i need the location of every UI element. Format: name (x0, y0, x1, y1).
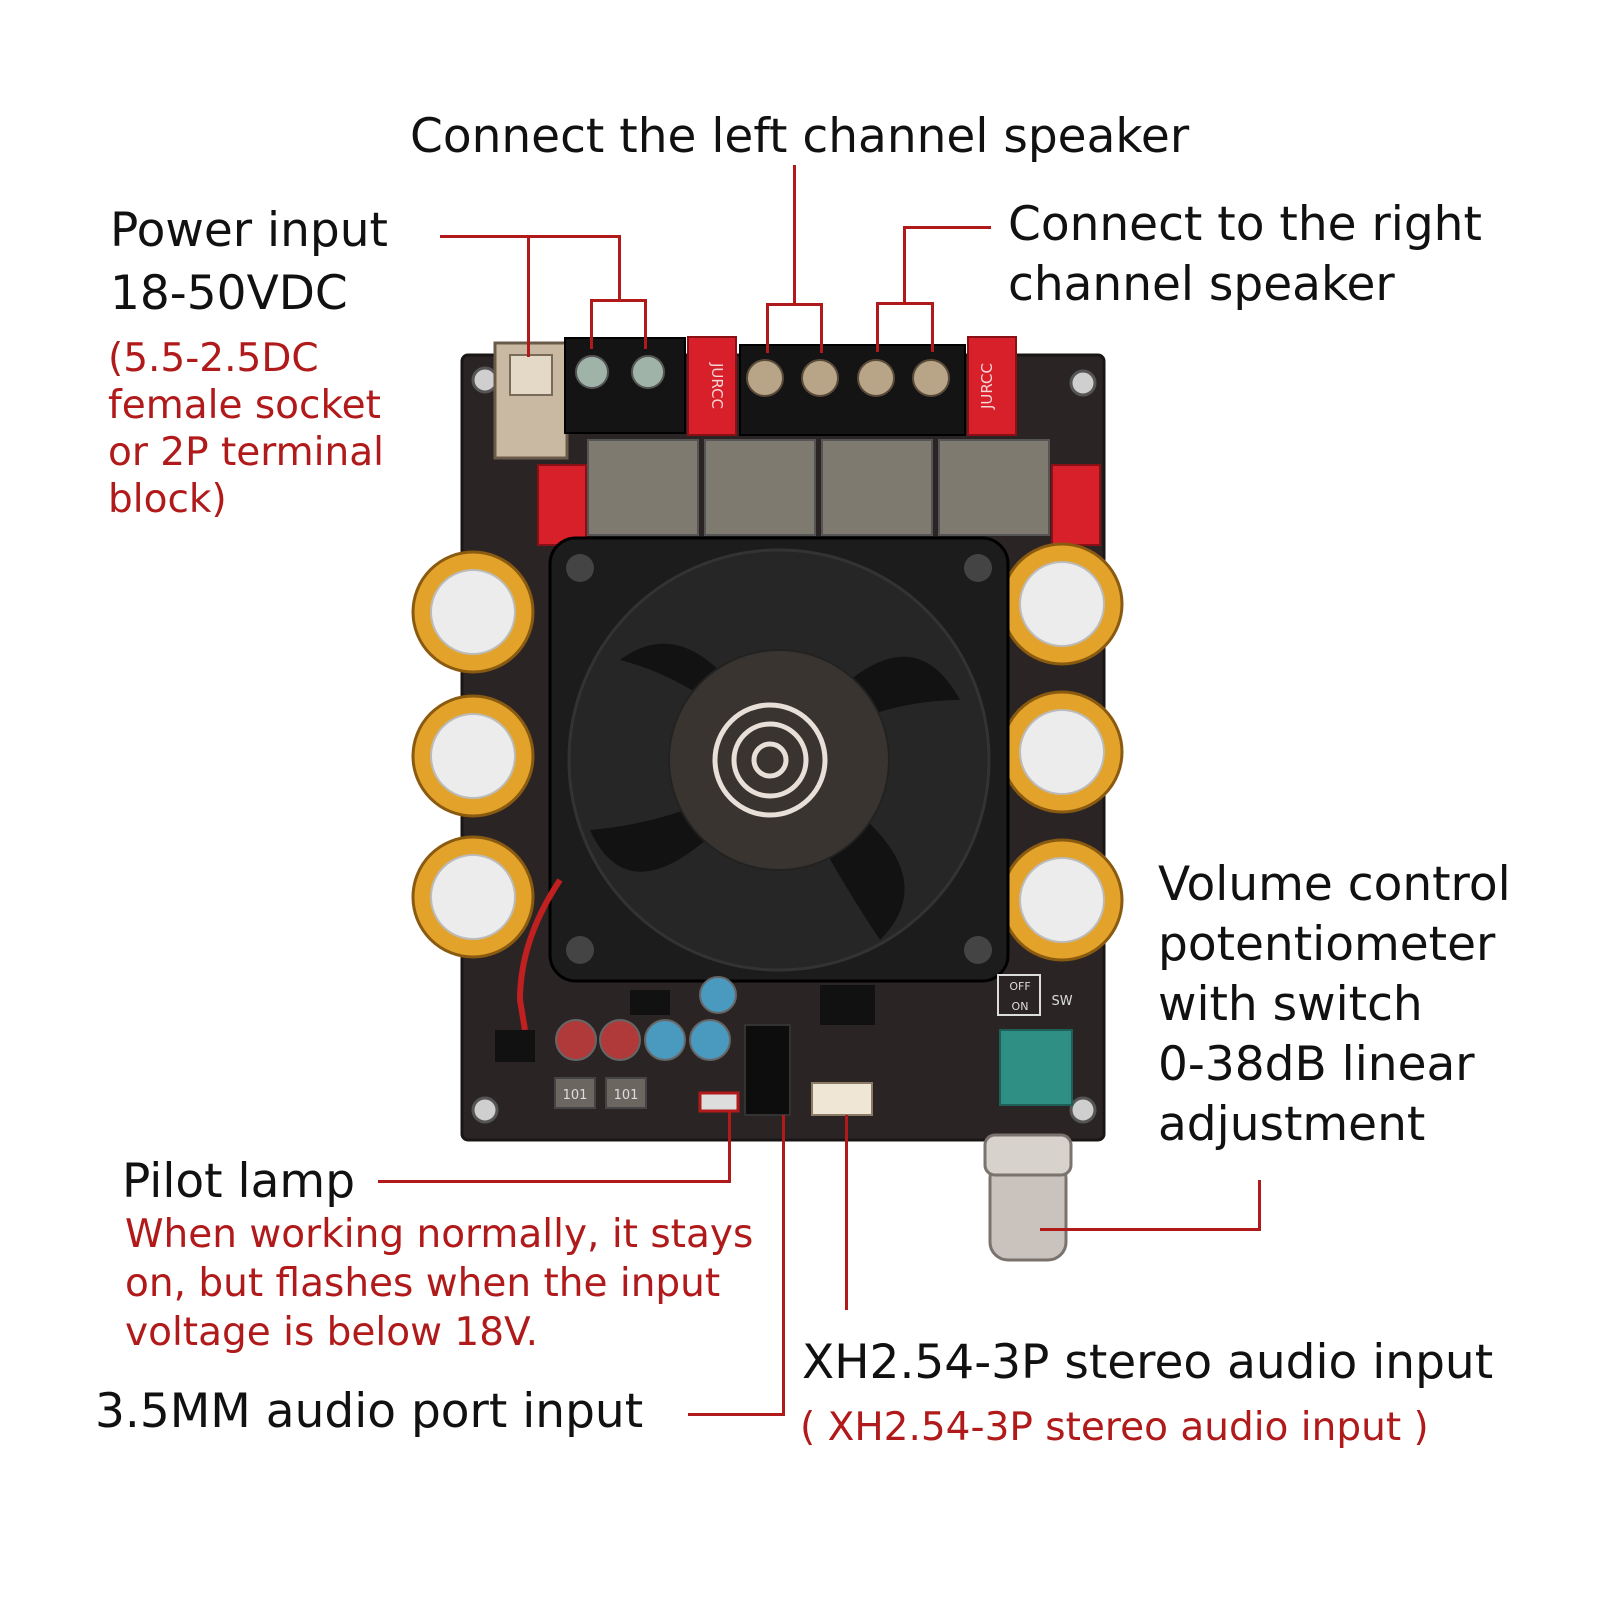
label-xh-input: XH2.54-3P stereo audio input (802, 1335, 1494, 1390)
ic-chips (495, 985, 875, 1062)
relay-mid-right (1051, 464, 1101, 546)
label-left-channel: Connect the left channel speaker (410, 109, 1190, 164)
label-power-voltage: 18-50VDC (110, 266, 348, 321)
callout-line (440, 235, 620, 238)
power-note-3: or 2P terminal (108, 430, 384, 475)
svg-text:ON: ON (1012, 1000, 1029, 1013)
xh-connector (811, 1082, 873, 1116)
callout-line (876, 302, 879, 352)
capacitor-right-2 (1000, 690, 1124, 814)
label-pilot-lamp: Pilot lamp (122, 1154, 356, 1209)
svg-text:JURCC: JURCC (978, 363, 996, 410)
power-note-4: block) (108, 477, 227, 522)
label-volume-1: Volume control (1158, 857, 1511, 912)
relay-top-right: JURCC (967, 336, 1017, 436)
relay-top-left: JURCC (687, 336, 737, 436)
svg-text:101: 101 (614, 1088, 639, 1103)
capacitor-left-3 (411, 835, 535, 959)
output-inductors (587, 439, 1050, 536)
callout-line (728, 1112, 731, 1183)
callout-line (820, 303, 823, 353)
callout-line (845, 1115, 848, 1310)
speaker-terminal-block (739, 344, 966, 436)
mounting-hole-tr (1069, 369, 1097, 397)
dc-power-socket (493, 341, 569, 460)
capacitor-left-1 (411, 550, 535, 674)
fan-wire (516, 878, 563, 1031)
label-power-input: Power input (110, 203, 388, 258)
relay-mid-left (537, 464, 587, 546)
svg-text:JURCC: JURCC (708, 362, 726, 409)
label-volume-4: 0-38dB linear (1158, 1037, 1475, 1092)
capacitor-right-3 (1000, 838, 1124, 962)
callout-line (378, 1180, 730, 1183)
callout-line (590, 299, 593, 349)
mounting-hole-bl (471, 1096, 499, 1124)
pilot-note-3: voltage is below 18V. (125, 1310, 539, 1355)
small-electrolytic-capacitors (555, 976, 737, 1061)
potentiometer (983, 1029, 1073, 1262)
capacitor-left-2 (411, 694, 535, 818)
xh-input-note: ( XH2.54-3P stereo audio input ) (800, 1405, 1429, 1450)
label-right-channel-2: channel speaker (1008, 257, 1395, 312)
mounting-hole-br (1069, 1096, 1097, 1124)
power-note-1: (5.5-2.5DC (108, 336, 319, 381)
label-volume-2: potentiometer (1158, 917, 1496, 972)
power-terminal-block (564, 337, 686, 434)
audio-jack-3-5mm (744, 1024, 791, 1116)
switch-marking: OFF ON SW (997, 974, 1073, 1016)
cooling-fan (548, 536, 1010, 983)
svg-text:SW: SW (1051, 994, 1072, 1009)
callout-line (1040, 1228, 1261, 1231)
callout-line (876, 302, 933, 305)
callout-line (688, 1413, 784, 1416)
label-audio-port: 3.5MM audio port input (95, 1384, 644, 1439)
pilot-note-1: When working normally, it stays (125, 1212, 754, 1257)
callout-line (766, 303, 822, 306)
capacitor-right-1 (1000, 542, 1124, 666)
svg-text:101: 101 (563, 1088, 588, 1103)
label-right-channel-1: Connect to the right (1008, 197, 1482, 252)
callout-line (1258, 1180, 1261, 1230)
svg-text:OFF: OFF (1009, 980, 1030, 993)
callout-line (766, 303, 769, 353)
input-inductors: 101 101 (554, 1077, 647, 1109)
callout-line (903, 226, 991, 229)
callout-line (527, 235, 530, 357)
label-volume-3: with switch (1158, 977, 1423, 1032)
callout-line (793, 165, 796, 305)
label-volume-5: adjustment (1158, 1097, 1426, 1152)
pilot-note-2: on, but flashes when the input (125, 1261, 721, 1306)
mounting-hole-tl (471, 366, 499, 394)
power-note-2: female socket (108, 383, 381, 428)
callout-line (618, 235, 621, 300)
callout-line (590, 299, 646, 302)
pilot-led (698, 1091, 740, 1113)
callout-line (903, 226, 906, 304)
callout-line (644, 299, 647, 349)
music-logo-icon (712, 702, 828, 818)
callout-line (782, 1115, 785, 1416)
callout-line (931, 302, 934, 352)
